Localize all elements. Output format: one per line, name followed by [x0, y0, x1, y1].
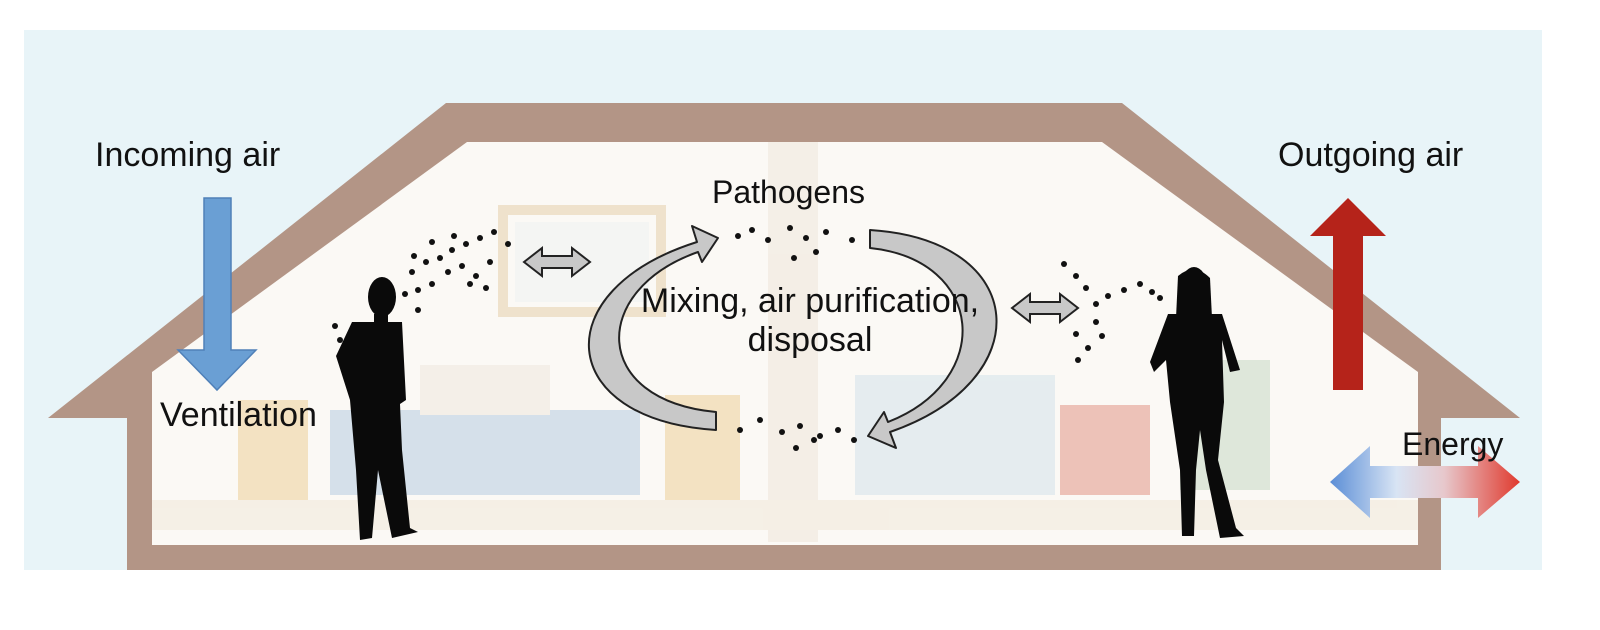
pathogen-dot: [793, 445, 799, 451]
pathogen-dot: [423, 259, 429, 265]
pathogen-dot: [737, 427, 743, 433]
pathogen-dot: [491, 229, 497, 235]
outgoing-air-label: Outgoing air: [1278, 136, 1464, 174]
energy-arrow-icon: [1330, 446, 1520, 518]
pathogen-dot: [415, 307, 421, 313]
pathogen-dot: [735, 233, 741, 239]
pathogen-dot: [757, 417, 763, 423]
pathogen-dot: [477, 235, 483, 241]
pathogen-dot: [1093, 301, 1099, 307]
pathogen-dot: [437, 255, 443, 261]
pathogen-dot: [1073, 331, 1079, 337]
pathogen-dot: [1061, 261, 1067, 267]
mixing-label: Mixing, air purification, disposal: [640, 282, 980, 360]
pathogen-dot: [337, 337, 343, 343]
pathogen-dot: [1093, 319, 1099, 325]
pathogen-dot: [483, 285, 489, 291]
pathogen-dot: [779, 429, 785, 435]
ventilation-label: Ventilation: [160, 396, 317, 434]
pathogen-dot: [1075, 357, 1081, 363]
pathogen-dot: [332, 323, 338, 329]
double-arrow-icon: [522, 245, 592, 279]
pathogen-dot: [1137, 281, 1143, 287]
cycle-arrow-icon: [588, 225, 998, 449]
double-arrow-icon: [1010, 291, 1080, 325]
pathogen-dot: [791, 255, 797, 261]
pathogen-dot: [835, 427, 841, 433]
pathogen-dot: [803, 235, 809, 241]
pathogen-dot: [467, 281, 473, 287]
pathogen-dot: [851, 437, 857, 443]
incoming-air-label: Incoming air: [95, 136, 281, 174]
pathogen-dot: [1099, 333, 1105, 339]
pathogen-dot: [787, 225, 793, 231]
pathogen-dot: [505, 241, 511, 247]
pathogen-dot: [797, 423, 803, 429]
pathogen-dot: [811, 437, 817, 443]
pathogen-dot: [459, 263, 465, 269]
pathogen-dot: [823, 229, 829, 235]
pathogen-dot: [449, 247, 455, 253]
pathogen-dot: [1149, 289, 1155, 295]
person-silhouette-icon: [1150, 267, 1244, 538]
pathogen-dot: [445, 269, 451, 275]
pathogen-dot: [813, 249, 819, 255]
down-arrow-icon: [176, 197, 258, 392]
pathogen-dot: [1121, 287, 1127, 293]
up-arrow-icon: [1310, 198, 1386, 390]
pathogen-dot: [1073, 273, 1079, 279]
pathogen-dot: [402, 291, 408, 297]
pathogen-dot: [1085, 345, 1091, 351]
energy-label: Energy: [1402, 426, 1504, 462]
pathogen-dot: [849, 237, 855, 243]
pathogen-dot: [409, 269, 415, 275]
pathogen-dot: [463, 241, 469, 247]
pathogen-dot: [429, 239, 435, 245]
pathogens-label: Pathogens: [712, 174, 866, 210]
pathogen-particles: [332, 225, 1163, 451]
pathogen-dot: [415, 287, 421, 293]
pathogen-dot: [1083, 285, 1089, 291]
pathogen-dot: [451, 233, 457, 239]
pathogen-dot: [749, 227, 755, 233]
pathogen-dot: [487, 259, 493, 265]
pathogen-dot: [473, 273, 479, 279]
pathogen-dot: [817, 433, 823, 439]
person-silhouette-icon: [336, 277, 418, 540]
pathogen-dot: [411, 253, 417, 259]
pathogen-dot: [1105, 293, 1111, 299]
pathogen-dot: [429, 281, 435, 287]
pathogen-dot: [1157, 295, 1163, 301]
pathogen-dot: [765, 237, 771, 243]
